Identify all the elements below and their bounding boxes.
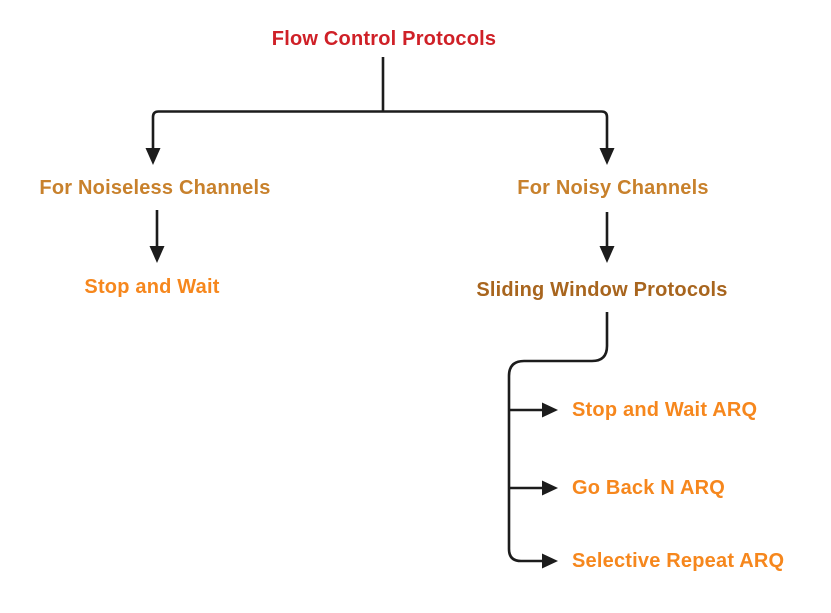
arrowhead-to-gobackn-arq <box>542 480 558 496</box>
arrowhead-to-noisy <box>599 148 615 165</box>
node-for-noisy-channels: For Noisy Channels <box>517 177 709 199</box>
arrowhead-to-stopwait <box>149 246 165 263</box>
node-for-noiseless-channels: For Noiseless Channels <box>39 177 271 199</box>
arrowhead-to-noiseless <box>145 148 161 165</box>
node-stop-and-wait: Stop and Wait <box>84 276 220 298</box>
node-go-back-n-arq: Go Back N ARQ <box>572 477 726 499</box>
node-flow-control-protocols: Flow Control Protocols <box>271 28 497 50</box>
node-selective-repeat-arq: Selective Repeat ARQ <box>572 550 785 572</box>
arrowhead-to-sliding <box>599 246 615 263</box>
arrowhead-to-stopwait-arq <box>542 402 558 418</box>
connector-branch-bracket <box>151 110 609 150</box>
connector-sliding-spine <box>507 312 609 563</box>
node-sliding-window-protocols: Sliding Window Protocols <box>476 279 728 301</box>
node-stop-and-wait-arq: Stop and Wait ARQ <box>572 399 758 421</box>
arrowhead-to-selective-repeat-arq <box>542 553 558 569</box>
